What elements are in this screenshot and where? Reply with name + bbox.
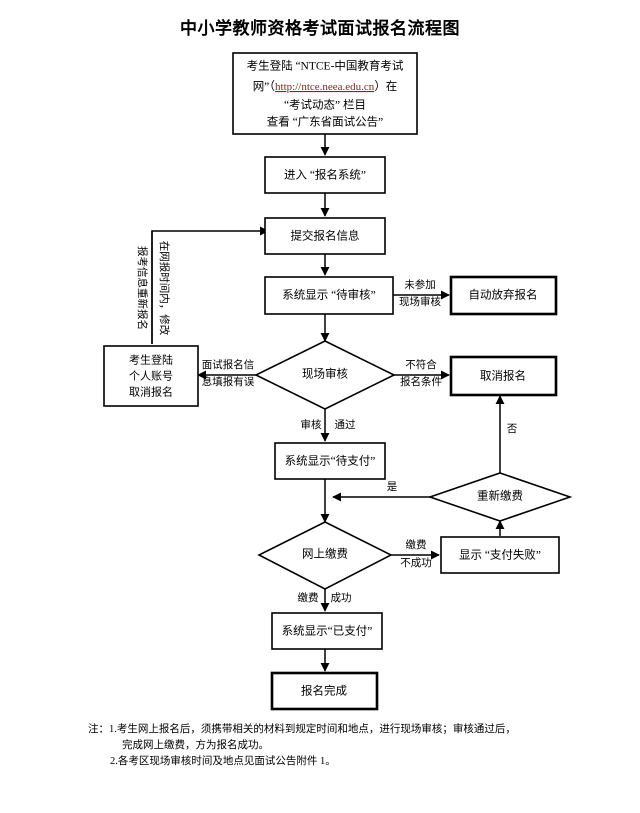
edge-label-pay-ok-1: 缴费 (298, 591, 319, 604)
node-cancel-by-self-line1: 考生登陆 (129, 353, 173, 367)
node-pay-failed-box[interactable] (440, 536, 560, 574)
node-enter-system-box[interactable] (264, 156, 386, 194)
note-2-number: 2. (110, 756, 118, 767)
edge-label-not-attend-2: 现场审核 (399, 295, 441, 308)
node-repay-diamond[interactable] (427, 472, 573, 522)
node-paid-label: 系统显示“已支付” (282, 625, 373, 638)
node-done-label: 报名完成 (301, 684, 347, 698)
node-start-line1: 考生登陆 “NTCE-中国教育考试 (247, 59, 404, 73)
node-paid-box[interactable] (271, 612, 383, 650)
node-start-line4: 查看 “广东省面试公告” (267, 115, 384, 129)
node-submit-info-box[interactable] (264, 217, 386, 255)
note-1-line-2: 完成网上缴费，方为报名成功。 (122, 740, 269, 751)
footer-notes: 注：1.考生网上报名后，须携带相关的材料到规定时间和地点，进行现场审核；审核通过… (88, 722, 588, 770)
note-prefix: 注： (88, 724, 109, 735)
node-pending-review-label: 系统显示 “待审核” (282, 288, 376, 302)
note-item-2: 2.各考区现场审核时间及地点见面试公告附件 1。 (88, 754, 588, 770)
node-pending-review-box[interactable] (264, 276, 394, 315)
node-enter-system-label: 进入 “报名系统” (284, 168, 366, 182)
edge-label-review-passed-2: 通过 (335, 418, 356, 431)
edge-label-not-attend-1: 未参加 (404, 278, 436, 291)
edge-label-not-qualified-2: 报名条件 (400, 375, 442, 388)
edge-label-info-wrong-2: 息填报有误 (202, 375, 255, 388)
node-start-line3: “考试动态” 栏目 (284, 98, 366, 112)
node-pending-pay-box[interactable] (274, 442, 386, 480)
node-repay-label: 重新缴费 (477, 489, 523, 503)
node-cancel-by-self-line3: 取消报名 (129, 385, 173, 399)
edge-label-pay-fail-1: 缴费 (406, 538, 427, 551)
note-2-line-1: 各考区现场审核时间及地点见面试公告附件 1。 (117, 756, 336, 767)
node-pending-pay-label: 系统显示“待支付” (285, 454, 376, 468)
node-start-line2-post: ）在 (374, 80, 397, 93)
node-onsite-review-label: 现场审核 (302, 367, 348, 381)
node-start-line2-group: 网”（http://ntce.neea.edu.cn）在 (253, 80, 398, 93)
node-done-box[interactable] (270, 671, 379, 711)
node-cancel-signup-label: 取消报名 (480, 369, 526, 383)
node-onsite-review-diamond[interactable] (254, 340, 396, 410)
node-submit-info-label: 提交报名信息 (291, 229, 360, 243)
vertical-label-left-outer: 报考信息重新报名 (136, 246, 149, 330)
node-online-pay-label: 网上缴费 (302, 547, 348, 561)
note-1-line-1: 考生网上报名后，须携带相关的材料到规定时间和地点，进行现场审核；审核通过后， (116, 724, 516, 735)
edge-label-repay-no: 否 (507, 423, 518, 435)
node-auto-give-up-label: 自动放弃报名 (469, 288, 538, 302)
node-start-url-link[interactable]: http://ntce.neea.edu.cn (275, 81, 375, 93)
vertical-label-left-inner: 在网报时间内，修改 (158, 241, 171, 336)
note-1-line-2-wrap: 完成网上缴费，方为报名成功。 (88, 738, 588, 754)
page-title: 中小学教师资格考试面试报名流程图 (180, 19, 460, 38)
node-pay-failed-label: 显示 “支付失败” (459, 548, 541, 562)
note-item-1: 注：1.考生网上报名后，须携带相关的材料到规定时间和地点，进行现场审核；审核通过… (88, 722, 588, 738)
node-cancel-by-self-box[interactable] (103, 345, 199, 407)
edge-label-pay-fail-2: 不成功 (400, 557, 432, 569)
note-1-number: 1. (109, 724, 117, 735)
node-auto-give-up-box[interactable] (449, 275, 558, 316)
node-start-line2-pre: 网”（ (253, 80, 275, 93)
edge-label-review-passed-1: 审核 (301, 418, 322, 431)
edge-label-repay-yes: 是 (387, 481, 398, 493)
edge-label-info-wrong-1: 面试报名信 (202, 358, 255, 371)
node-cancel-signup-box[interactable] (449, 355, 558, 397)
node-start-box[interactable] (232, 52, 418, 135)
node-online-pay-diamond[interactable] (257, 521, 393, 590)
edge-label-not-qualified-1: 不符合 (405, 358, 437, 371)
edge-label-pay-ok-2: 成功 (331, 592, 352, 604)
node-cancel-by-self-line2: 个人账号 (129, 370, 173, 383)
